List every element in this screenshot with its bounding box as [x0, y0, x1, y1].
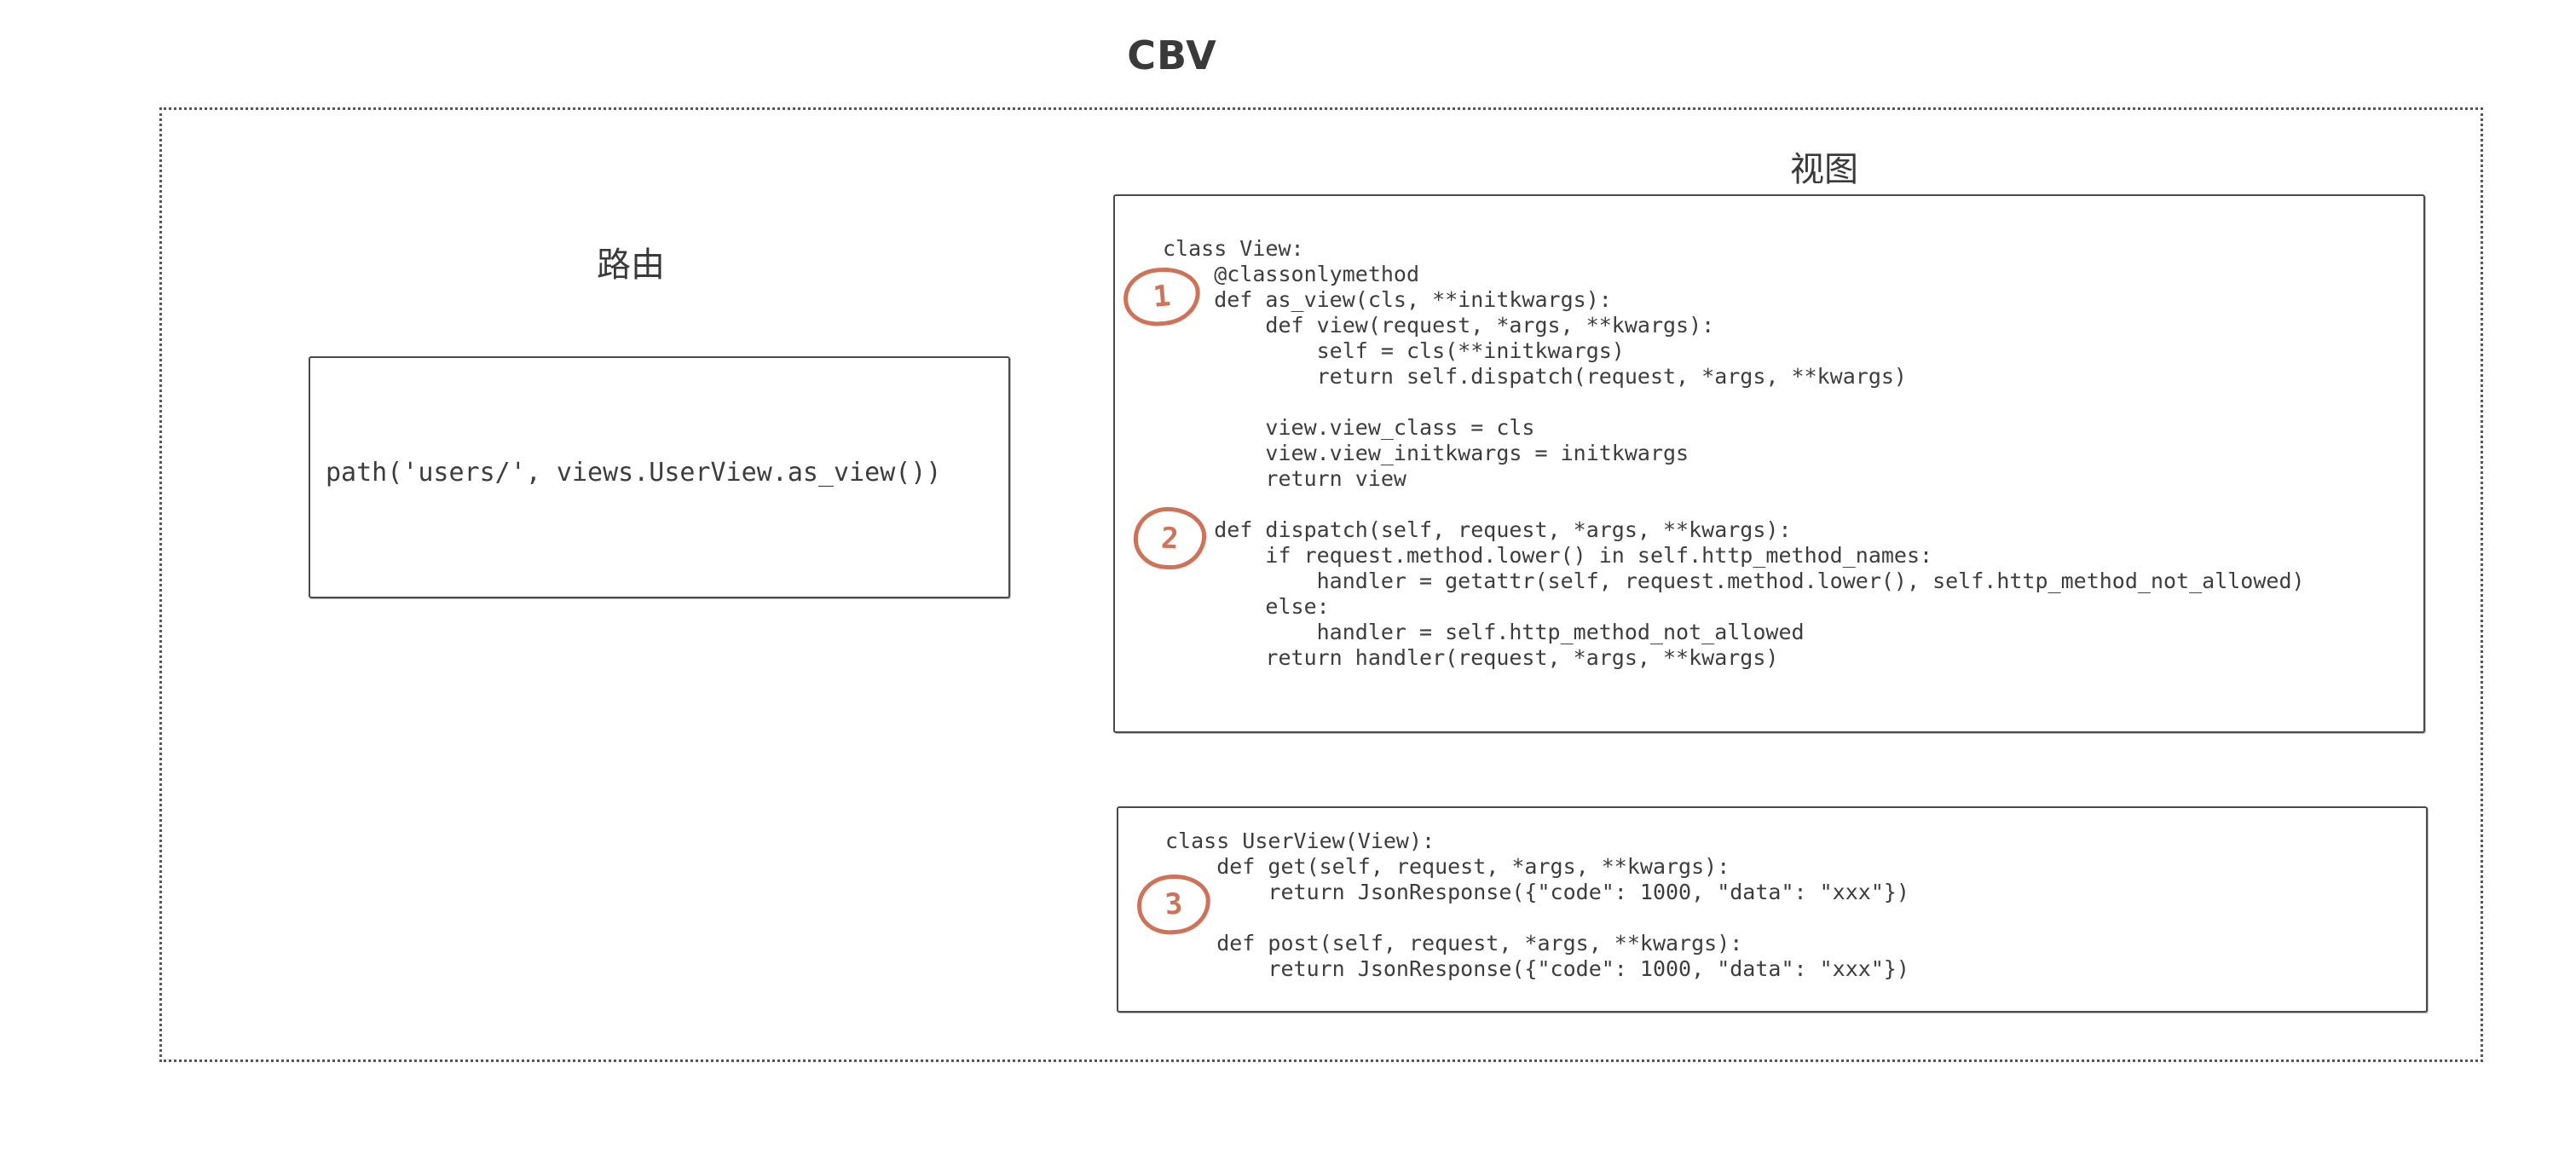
routing-section-label: 路由 — [597, 245, 665, 285]
routing-path-code: path('users/', views.UserView.as_view()) — [326, 458, 942, 488]
diagram-title: CBV — [1127, 32, 1217, 78]
user-view-code: class UserView(View): def get(self, requ… — [1165, 829, 1909, 981]
cbv-dotted-frame — [159, 107, 2483, 1062]
view-class-code: class View: @classonlymethod def as_view… — [1163, 236, 2305, 670]
user-view-code-box: class UserView(View): def get(self, requ… — [1117, 806, 2428, 1013]
step-1-number: 1 — [1152, 279, 1172, 315]
step-3-number: 3 — [1164, 886, 1184, 922]
step-2-number: 2 — [1160, 520, 1180, 557]
routing-code-box: path('users/', views.UserView.as_view()) — [309, 356, 1010, 598]
view-class-code-box: class View: @classonlymethod def as_view… — [1113, 194, 2425, 733]
views-section-label: 视图 — [1790, 150, 1858, 189]
